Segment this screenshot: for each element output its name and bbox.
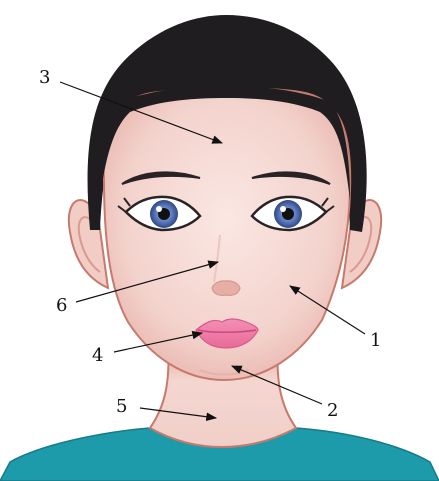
- nose: [212, 281, 240, 296]
- left-ear: [69, 200, 108, 288]
- callout-label-3: 3: [39, 67, 50, 88]
- callout-label-5: 5: [116, 396, 127, 417]
- callout-label-6: 6: [56, 295, 67, 316]
- callout-label-4: 4: [92, 345, 103, 366]
- callout-label-2: 2: [327, 400, 338, 421]
- callout-label-1: 1: [370, 330, 381, 351]
